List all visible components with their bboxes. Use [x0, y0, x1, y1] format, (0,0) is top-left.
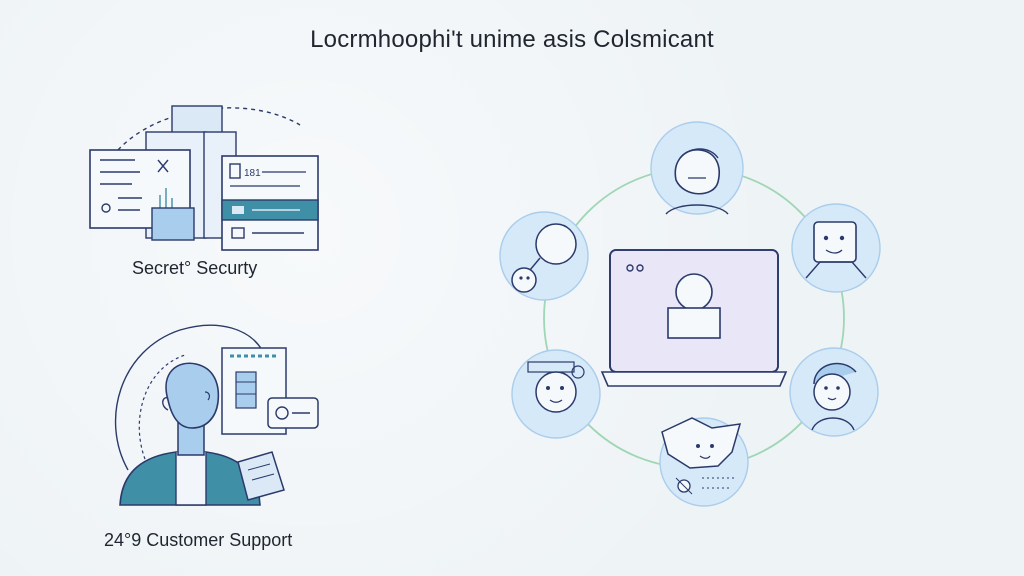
page-title: Locrmhoophi't unime asis Colsmicant	[310, 26, 714, 53]
network-person-icon	[499, 121, 881, 507]
documents-stack-icon: 181	[89, 105, 319, 251]
support-agent-icon	[114, 324, 319, 506]
security-label: Secret° Securty	[132, 258, 258, 278]
laptop-user-icon	[600, 249, 788, 387]
svg-text:181: 181	[244, 168, 261, 179]
support-label: 24°9 Customer Support	[104, 530, 293, 550]
